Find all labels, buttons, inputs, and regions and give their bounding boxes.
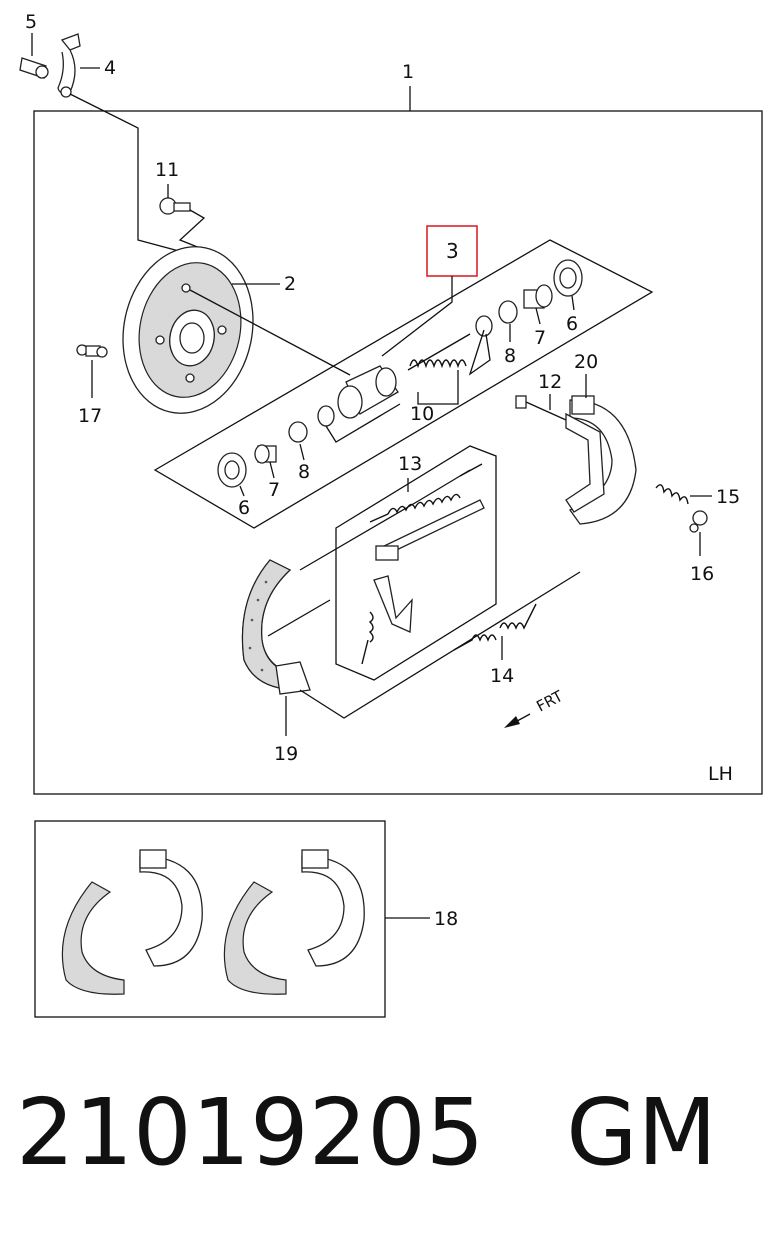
callout-13: 13	[398, 453, 422, 475]
callout-1: 1	[402, 61, 414, 83]
callout-7-lower: 7	[268, 479, 280, 501]
callout-3: 3	[446, 239, 459, 263]
hold-down-pin-part	[515, 395, 567, 421]
callout-15: 15	[716, 486, 740, 508]
front-direction-label: FRT	[533, 687, 566, 716]
adjuster-group-outline	[335, 445, 497, 681]
brake-shoe-kit-part	[61, 849, 365, 995]
part-number: 21019205	[16, 1079, 485, 1186]
bolt-part-11	[159, 197, 191, 215]
callout-10: 10	[410, 403, 434, 425]
callout-18: 18	[434, 908, 458, 930]
callout-7-upper: 7	[534, 327, 546, 349]
backing-plate-part	[122, 246, 254, 414]
brake-shoe-part-20	[565, 395, 637, 525]
callout-16: 16	[690, 563, 714, 585]
callout-6-upper: 6	[566, 313, 578, 335]
bleeder-part-17	[76, 344, 108, 358]
callout-8-lower: 8	[298, 461, 310, 483]
brake-hose-part	[19, 33, 81, 98]
brand-label: GM	[566, 1079, 717, 1186]
spring-part-14	[453, 603, 537, 651]
part-number-footer: 21019205 GM	[16, 1078, 756, 1188]
callout-17: 17	[78, 405, 102, 427]
front-direction-arrow	[504, 713, 531, 728]
wheel-cylinder-part	[337, 365, 399, 419]
callout-5: 5	[25, 11, 37, 33]
wheel-cylinder-group-outline	[153, 239, 654, 529]
callout-14: 14	[490, 665, 514, 687]
callout-8-upper: 8	[504, 345, 516, 367]
callout-20: 20	[574, 351, 598, 373]
callout-6-lower: 6	[238, 497, 250, 519]
brake-shoe-part-19	[241, 559, 311, 695]
spring-part-15	[655, 484, 689, 505]
main-frame	[33, 110, 763, 795]
callout-12: 12	[538, 371, 562, 393]
kit-frame	[34, 820, 386, 1018]
callout-2: 2	[284, 273, 296, 295]
side-label: LH	[708, 763, 733, 785]
callout-19: 19	[274, 743, 298, 765]
cylinder-spring-part	[407, 333, 471, 371]
callout-11: 11	[155, 159, 179, 181]
callout-4: 4	[104, 57, 116, 79]
